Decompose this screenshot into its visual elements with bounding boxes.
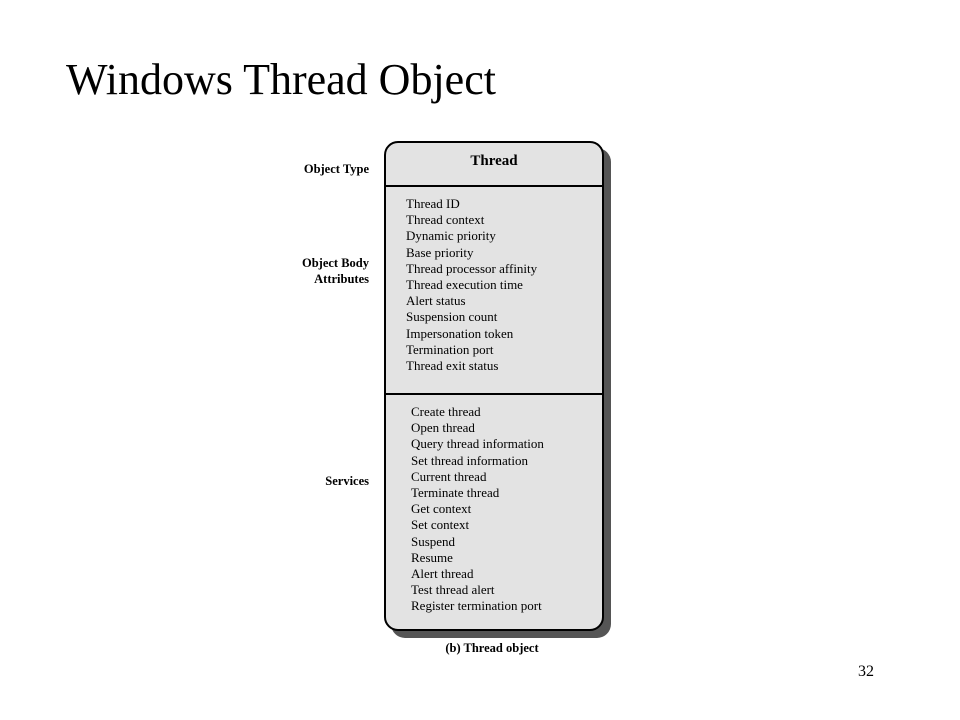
services-label: Services — [325, 474, 369, 488]
attribute-item: Dynamic priority — [406, 228, 496, 244]
service-item: Suspend — [411, 533, 456, 549]
service-item: Open thread — [411, 420, 475, 436]
object-body-attributes-label: Object Body Attributes — [301, 256, 369, 286]
service-item: Test thread alert — [411, 582, 495, 598]
service-item: Get context — [411, 501, 472, 517]
service-item: Register termination port — [411, 598, 542, 614]
attribute-item: Thread ID — [406, 196, 460, 211]
attribute-item: Base priority — [406, 244, 474, 260]
attribute-item: Thread processor affinity — [406, 260, 538, 276]
attribute-item: Thread exit status — [406, 358, 499, 374]
service-item: Create thread — [411, 404, 481, 419]
attribute-item: Alert status — [406, 293, 466, 309]
service-item: Terminate thread — [411, 485, 500, 501]
object-type-section: Thread — [386, 143, 602, 187]
page-number: 32 — [858, 663, 874, 680]
attribute-item: Thread execution time — [406, 277, 523, 293]
service-item: Resume — [411, 549, 453, 565]
slide-title: Windows Thread Object — [66, 55, 496, 104]
service-item: Alert thread — [411, 566, 474, 582]
attribute-item: Suspension count — [406, 309, 498, 325]
service-item: Current thread — [411, 468, 487, 484]
service-item: Query thread information — [411, 436, 544, 452]
service-item: Set context — [411, 517, 470, 533]
object-type-label: Object Type — [303, 162, 369, 176]
service-item: Set thread information — [411, 452, 528, 468]
attribute-item: Termination port — [406, 341, 494, 357]
figure-caption: (b) Thread object — [445, 641, 539, 655]
attribute-item: Thread context — [406, 212, 485, 228]
object-type-title: Thread — [470, 153, 518, 169]
attribute-item: Impersonation token — [406, 325, 514, 341]
